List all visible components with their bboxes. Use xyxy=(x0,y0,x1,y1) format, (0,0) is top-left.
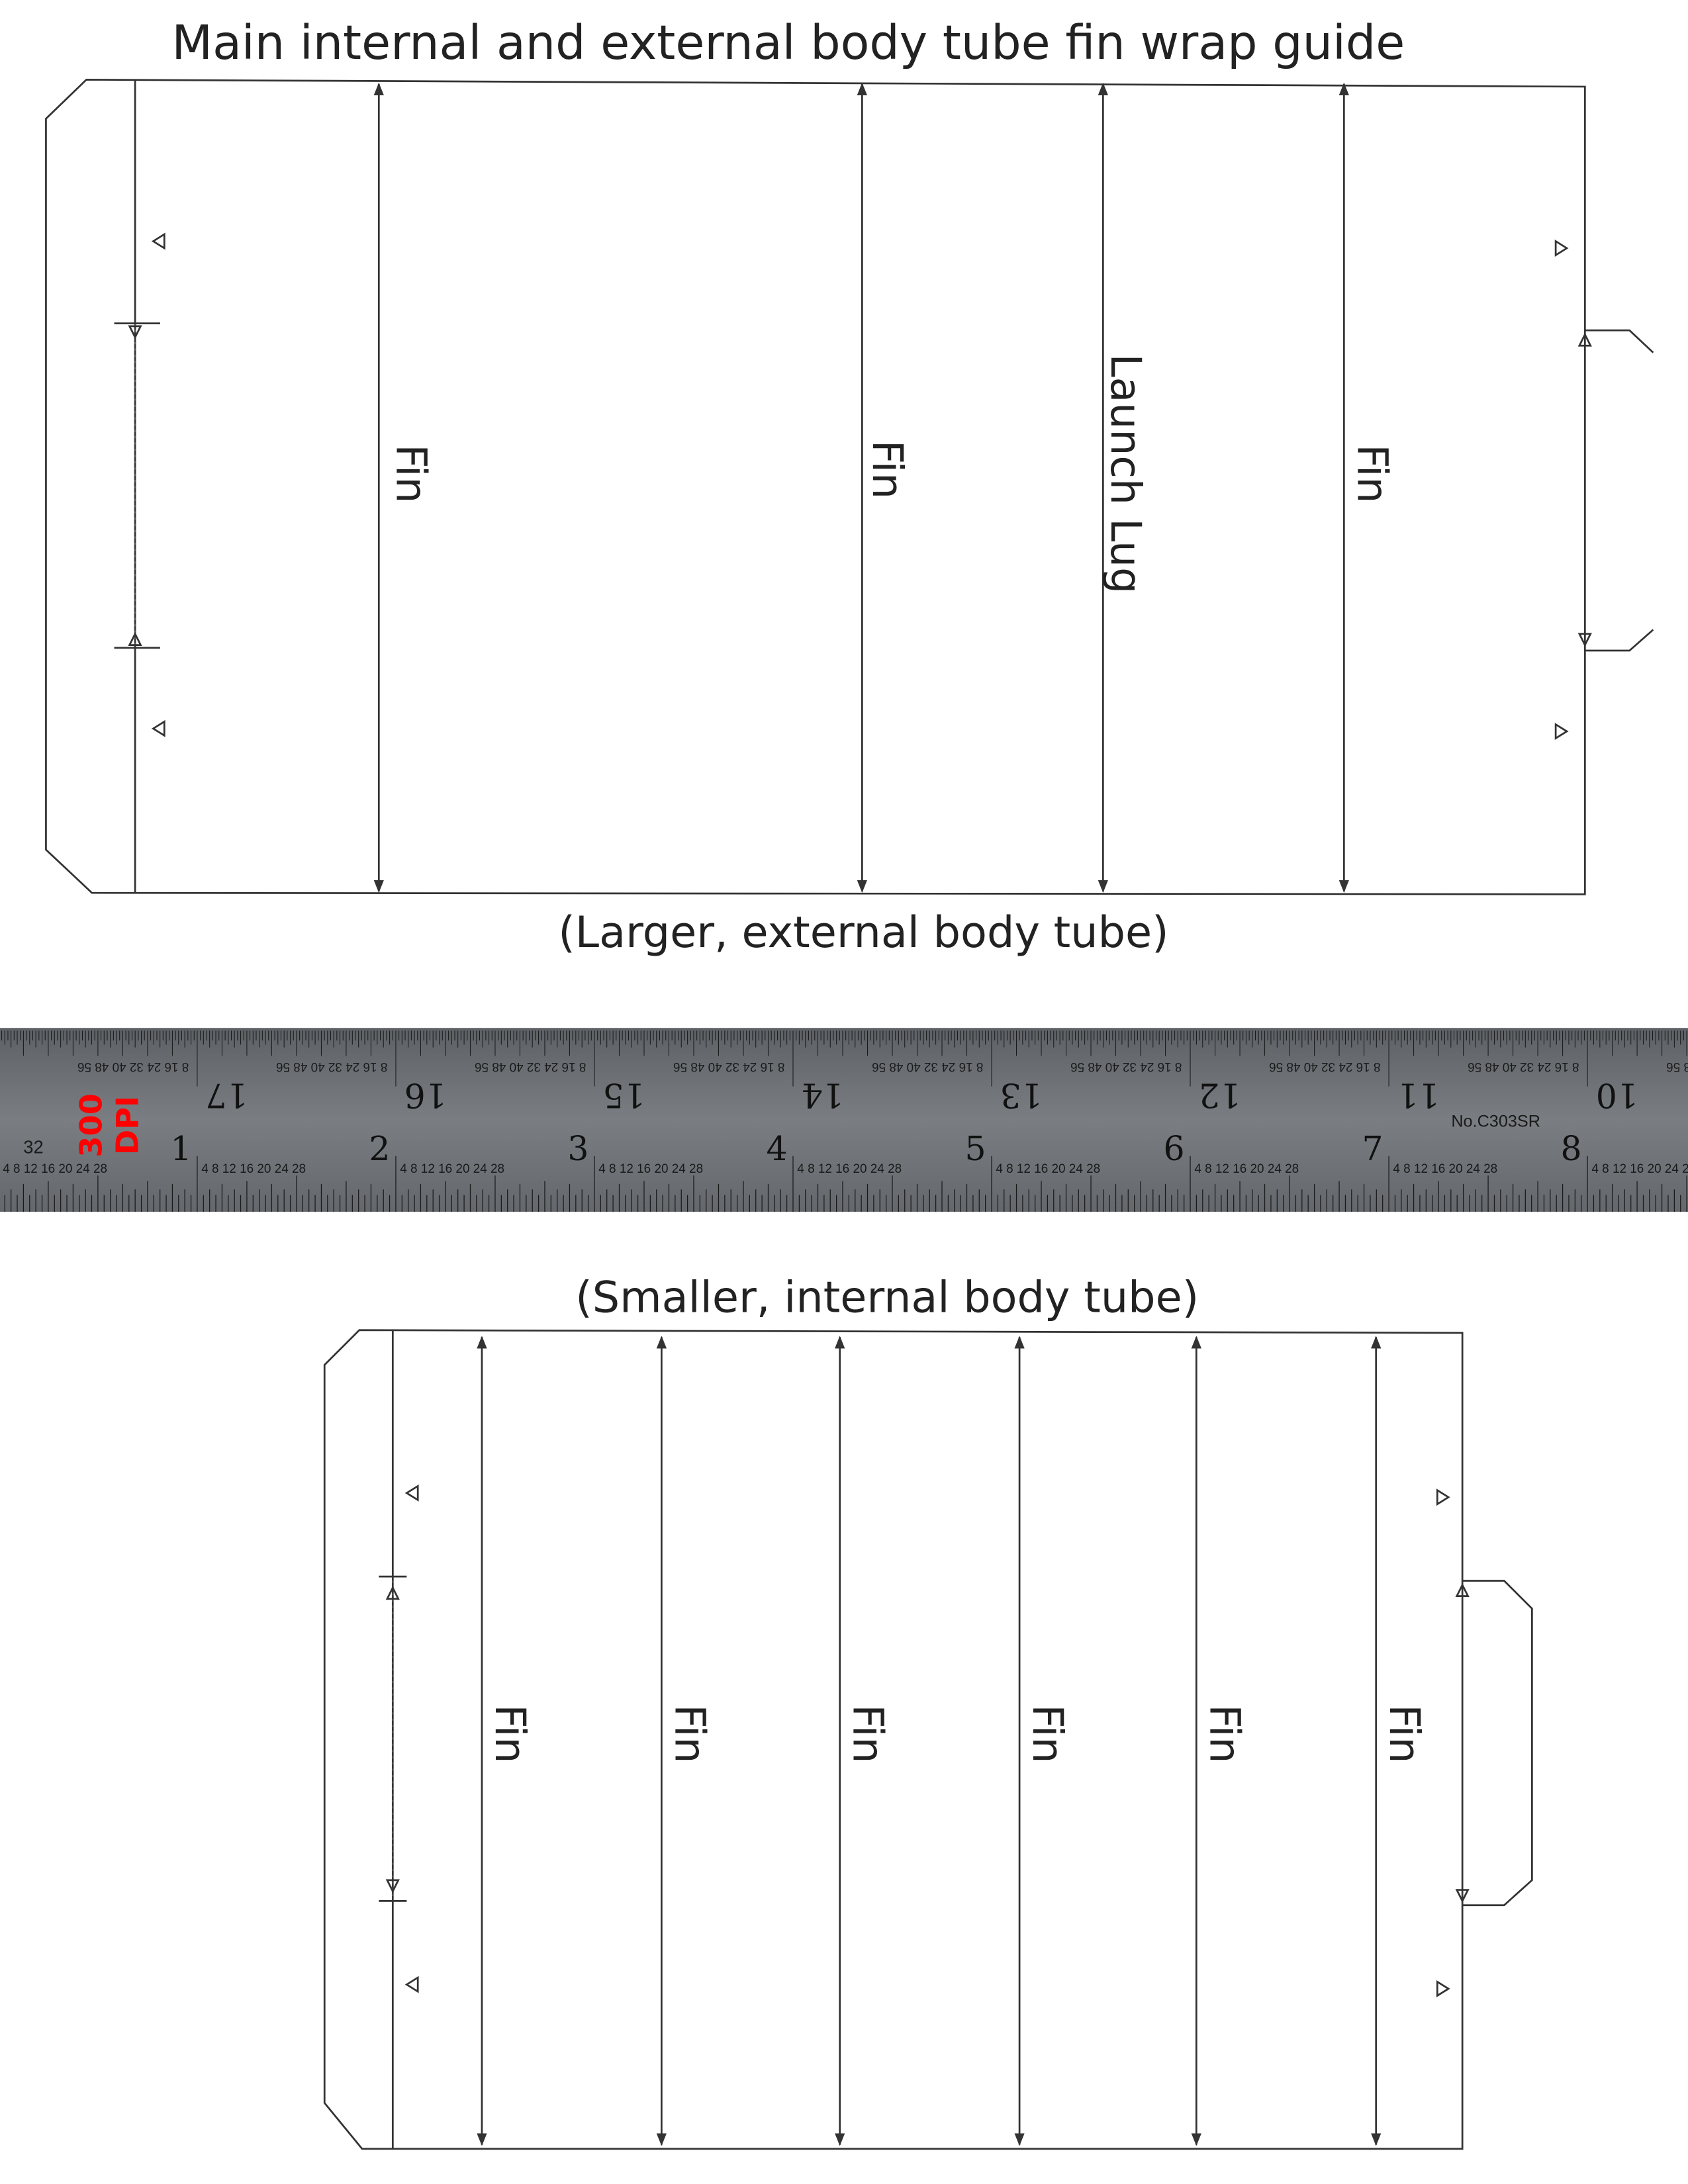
ruler-model-number: No.C303SR xyxy=(1451,1113,1540,1131)
ruler-inch-number: 4 xyxy=(766,1129,787,1168)
launch-lug-label: Launch Lug xyxy=(1102,353,1150,594)
ruler-sub-labels: 8 16 24 32 40 48 56 xyxy=(1070,1060,1182,1073)
ruler-inch-number: 7 xyxy=(1362,1129,1383,1168)
ruler-sub-labels: 4 8 12 16 20 24 28 xyxy=(400,1162,504,1176)
ruler-top-number: 14 xyxy=(802,1075,844,1115)
dpi-stamp: 300DPI xyxy=(73,1093,146,1158)
ruler-sub-labels: 4 8 12 16 20 24 28 xyxy=(598,1162,703,1176)
fin-label: Fin xyxy=(844,1704,893,1763)
ruler-top-number: 16 xyxy=(404,1075,447,1115)
ruler-sub-labels: 8 16 24 32 40 48 56 xyxy=(1269,1060,1380,1073)
graduation-label: 32 xyxy=(23,1137,43,1158)
ruler-inch-number: 1 xyxy=(170,1129,191,1168)
ruler-sub-labels: 8 16 24 32 40 48 56 xyxy=(673,1060,784,1073)
template-outline xyxy=(45,79,1586,895)
ruler-sub-labels: 4 8 12 16 20 24 28 xyxy=(996,1162,1100,1176)
ruler-inch-number: 5 xyxy=(964,1129,986,1168)
fin-label: Fin xyxy=(1348,444,1397,503)
ruler-sub-labels: 8 16 24 32 40 48 56 xyxy=(276,1060,387,1073)
ruler-sub-labels: 4 8 12 16 20 24 28 xyxy=(1194,1162,1299,1176)
notch-triangle-icon xyxy=(404,1484,419,1993)
fin-label: Fin xyxy=(1200,1704,1249,1763)
ruler-top-number: 13 xyxy=(1000,1075,1043,1115)
lug-tab-outline xyxy=(1462,1580,1533,1907)
fin-label: Fin xyxy=(387,444,436,503)
ruler-top-number: 11 xyxy=(1397,1075,1440,1115)
notch-triangle-icon xyxy=(1554,240,1569,741)
ruler-inch-number: 2 xyxy=(369,1129,390,1168)
notch-triangle-icon xyxy=(1436,1488,1450,1997)
ruler-inch-number: 3 xyxy=(567,1129,588,1168)
page-title: Main internal and external body tube fin… xyxy=(171,15,1405,70)
lug-tab-outline xyxy=(1585,329,1654,652)
ruler-sub-labels: 4 8 12 16 20 24 28 xyxy=(201,1162,306,1176)
alignment-triangle-icon xyxy=(385,1585,400,1893)
fin-label: Fin xyxy=(863,440,912,499)
internal-tube-template: Fin Fin Fin Fin Fin Fin xyxy=(323,1329,1533,2150)
tab-triangle-icon xyxy=(1455,1582,1470,1903)
ruler-top-number: 10 xyxy=(1596,1075,1638,1115)
ruler-sub-labels: 8 16 24 32 40 48 56 xyxy=(77,1060,189,1073)
external-tube-caption: (Larger, external body tube) xyxy=(558,907,1168,958)
ruler-sub-labels: 4 8 12 16 20 24 28 xyxy=(1393,1162,1497,1176)
template-outline xyxy=(323,1329,1464,2150)
fin-label: Fin xyxy=(1380,1704,1429,1763)
external-tube-template: Fin Fin Launch Lug Fin xyxy=(45,79,1654,895)
internal-tube-caption: (Smaller, internal body tube) xyxy=(575,1272,1199,1322)
fin-label: Fin xyxy=(665,1704,714,1763)
ruler-inch-number: 8 xyxy=(1561,1129,1582,1168)
notch-triangle-icon xyxy=(151,232,165,737)
ruler-sub-labels: 8 16 24 32 40 48 56 xyxy=(475,1060,586,1073)
tab-triangle-icon xyxy=(1577,332,1592,647)
ruler-sub-labels: 4 8 12 16 20 24 28 xyxy=(797,1162,902,1176)
ruler-sub-labels: 8 16 24 32 40 48 56 xyxy=(1666,1060,1688,1073)
ruler-sub-labels: 4 8 12 16 20 24 28 xyxy=(1591,1162,1688,1176)
ruler-sub-labels: 8 16 24 32 40 48 56 xyxy=(1468,1060,1579,1073)
ruler-ticks xyxy=(1,1030,1687,1212)
ruler-inch-number: 6 xyxy=(1164,1129,1185,1168)
ruler-sub-labels: 8 16 24 32 40 48 56 xyxy=(872,1060,983,1073)
alignment-triangle-icon xyxy=(128,325,142,646)
ruler-top-number: 15 xyxy=(603,1075,645,1115)
ruler-sub-labels: 4 8 12 16 20 24 28 xyxy=(3,1162,107,1176)
fin-lines: Fin Fin Fin Fin Fin Fin xyxy=(477,1336,1429,2146)
ruler-top-number: 17 xyxy=(206,1075,248,1115)
ruler-body xyxy=(0,1028,1688,1212)
fin-label: Fin xyxy=(486,1704,535,1763)
fin-label: Fin xyxy=(1023,1704,1072,1763)
ruler-top-number: 12 xyxy=(1199,1075,1241,1115)
